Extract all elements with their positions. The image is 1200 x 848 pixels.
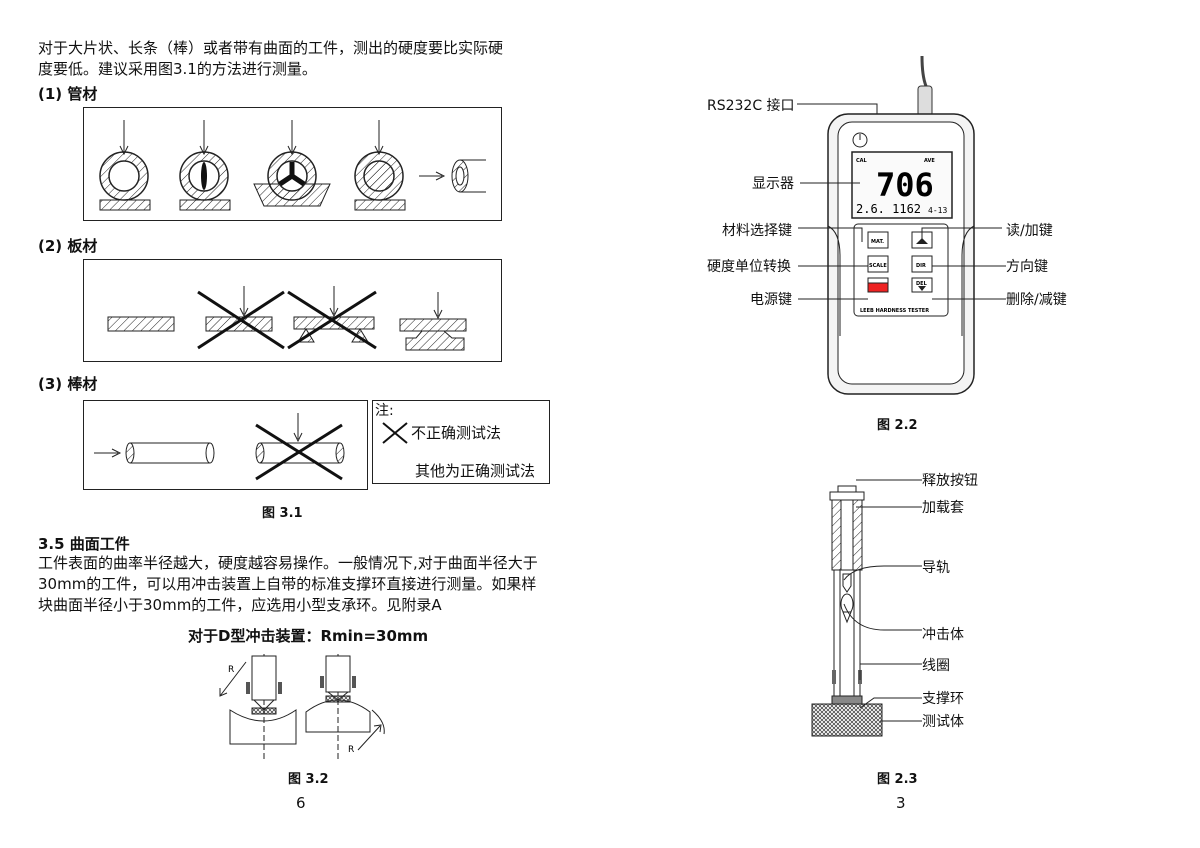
rmin-title: 对于D型冲击装置：Rmin=30mm [188, 627, 429, 645]
callout-read-add-key: 读/加键 [1006, 223, 1053, 239]
cross-icon [382, 422, 408, 444]
note-title: 注: [375, 403, 394, 419]
callout-line-rail [843, 565, 922, 581]
lcd-ave: AVE [924, 158, 935, 164]
up-arrow-icon [916, 238, 928, 244]
callout-line-release [856, 479, 922, 481]
dir-button-label: DIR [916, 263, 926, 269]
lcd-bottom-suffix: 4-13 [928, 206, 947, 215]
intro-line-1: 对于大片状、长条（棒）或者带有曲面的工件，测出的硬度要比实际硬 [38, 39, 504, 57]
scale-button-label: SCALE [869, 263, 887, 269]
callout-line-power [798, 298, 868, 300]
callout-power-key: 电源键 [750, 292, 792, 308]
section35-line-3: 块曲面半径小于30mm的工件，应选用小型支承环。见附录A [38, 596, 442, 614]
mat-button-label: MAT. [871, 239, 884, 245]
callout-line-rs232 [797, 103, 878, 114]
page-number-right: 3 [896, 794, 906, 812]
curved-surface-diagram: R R [219, 654, 385, 760]
rod-figure [83, 400, 368, 490]
down-arrow-icon [918, 286, 926, 291]
section-pipe-heading: (1) 管材 [38, 85, 98, 103]
lcd-value: 706 [876, 166, 934, 204]
intro-line-2: 度要低。建议采用图3.1的方法进行测量。 [38, 60, 317, 78]
note-box: 注: 不正确测试法 其他为正确测试法 [372, 400, 550, 484]
brand-label: LEEB HARDNESS TESTER [860, 308, 929, 314]
plate-figure [83, 259, 502, 362]
callout-line-read-add [921, 227, 1002, 240]
callout-line-direction [932, 265, 1006, 267]
rod-diagram [94, 413, 345, 481]
radius-label-right: R [348, 745, 354, 755]
callout-line-coil [859, 663, 922, 680]
callout-line-sleeve [856, 506, 922, 508]
fig23-caption: 图 2.3 [877, 772, 918, 787]
impact-device-diagram [811, 485, 883, 737]
callout-line-test [880, 720, 922, 722]
callout-release-button: 释放按钮 [922, 473, 978, 489]
plate-diagram [107, 286, 467, 351]
note-correct: 其他为正确测试法 [415, 462, 536, 480]
section-rod-heading: (3) 棒材 [38, 375, 98, 393]
callout-scale-key: 硬度单位转换 [707, 259, 791, 275]
callout-line-delete [932, 298, 1006, 300]
callout-loading-sleeve: 加载套 [922, 500, 964, 516]
fig22-caption: 图 2.2 [877, 418, 918, 433]
fig31-caption: 图 3.1 [262, 506, 303, 521]
del-button-label: DEL [916, 281, 928, 287]
lcd-bottom: 2.6. 1162 [856, 202, 921, 216]
pipe-figure [83, 107, 502, 221]
callout-test-piece: 测试体 [922, 714, 964, 730]
callout-impact-body: 冲击体 [922, 627, 964, 643]
mat-button[interactable] [867, 231, 889, 249]
section-plate-heading: (2) 板材 [38, 237, 98, 255]
callout-line-material [798, 227, 863, 242]
dir-button[interactable] [911, 255, 933, 273]
callout-display: 显示器 [752, 176, 794, 192]
callout-line-ring [859, 697, 922, 709]
lcd-cal: CAL [856, 158, 868, 164]
note-incorrect: 不正确测试法 [411, 424, 502, 442]
callout-coil: 线圈 [922, 658, 950, 674]
pipe-diagram [99, 120, 486, 211]
section35-line-2: 30mm的工件，可以用冲击装置上自带的标准支撑环直接进行测量。如果样 [38, 575, 537, 593]
callout-direction-key: 方向键 [1006, 259, 1048, 275]
callout-material-key: 材料选择键 [722, 223, 792, 239]
hardness-tester-device: CAL AVE 706 2.6. 1162 4-13 MAT. SCALE DI… [827, 55, 975, 395]
del-button[interactable] [911, 277, 933, 293]
callout-support-ring: 支撑环 [922, 691, 964, 707]
page-number-left: 6 [296, 794, 306, 812]
callout-delete-key: 删除/减键 [1006, 292, 1067, 308]
fig32-caption: 图 3.2 [288, 772, 329, 787]
intro-paragraph: 对于大片状、长条（棒）或者带有曲面的工件，测出的硬度要比实际硬 度要低。建议采用… [38, 38, 598, 80]
callout-guide-rail: 导轨 [922, 560, 950, 576]
section35-line-1: 工件表面的曲率半径越大，硬度越容易操作。一般情况下,对于曲面半径大于 [38, 554, 538, 572]
scale-button[interactable] [867, 255, 889, 273]
callout-line-impact [843, 603, 922, 631]
radius-label-left: R [228, 665, 234, 675]
section35-title: 3.5 曲面工件 [38, 535, 130, 553]
callout-line-display [800, 182, 860, 184]
callout-rs232: RS232C 接口 [707, 98, 795, 114]
callout-line-scale [798, 265, 868, 267]
section35-paragraph: 工件表面的曲率半径越大，硬度越容易操作。一般情况下,对于曲面半径大于 30mm的… [38, 553, 618, 616]
